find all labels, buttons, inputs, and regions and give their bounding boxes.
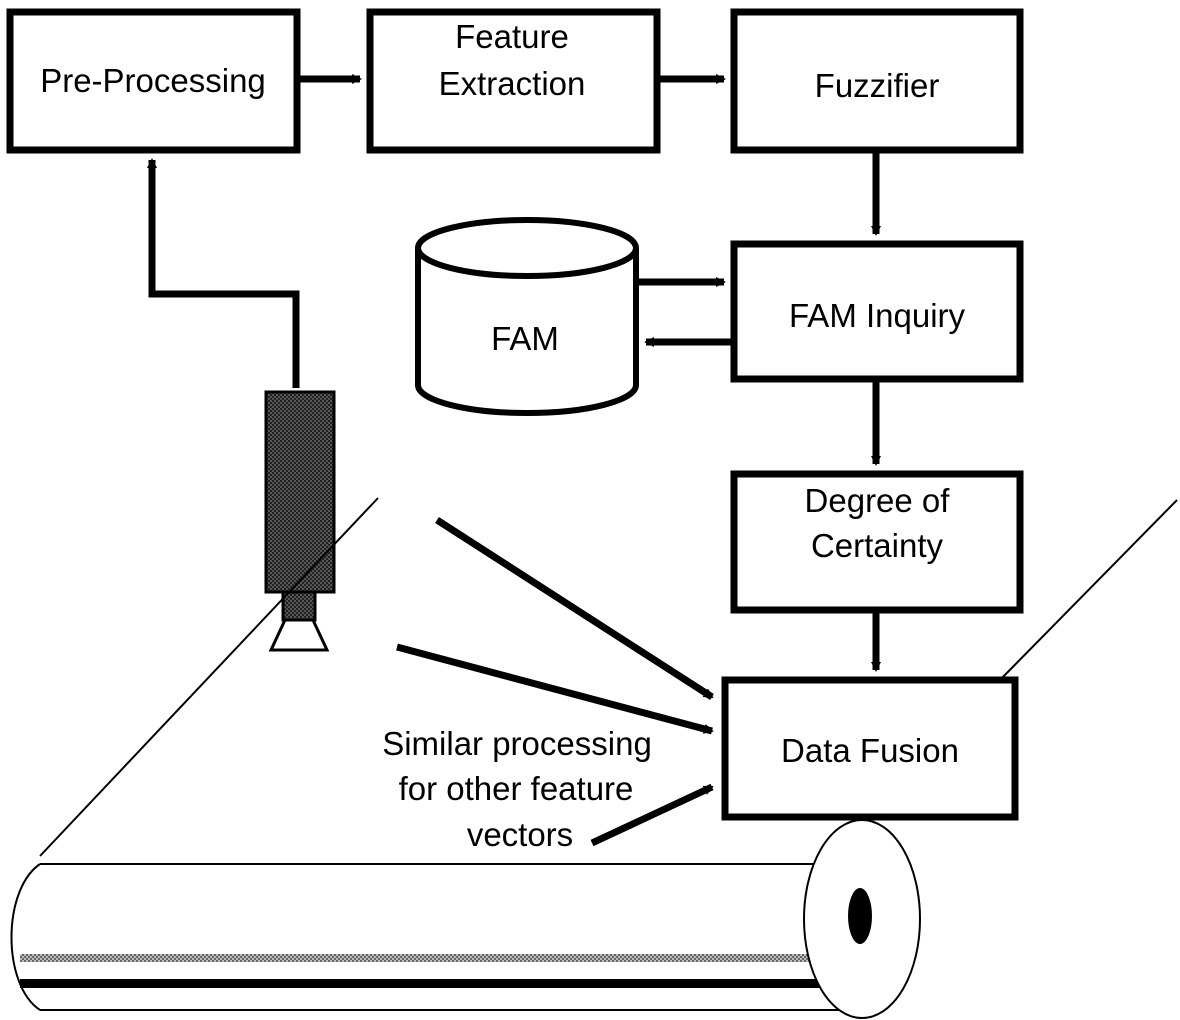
arrow-input-1-to-fusion bbox=[435, 517, 714, 700]
degree-of-certainty-box: Degree of Certainty bbox=[730, 470, 1024, 614]
fuzzifier-label: Fuzzifier bbox=[815, 67, 940, 104]
fam-inquiry-label: FAM Inquiry bbox=[789, 297, 966, 334]
preprocessing-label: Pre-Processing bbox=[40, 62, 266, 99]
data-fusion-label: Data Fusion bbox=[781, 732, 959, 769]
fuzzifier-box: Fuzzifier bbox=[730, 8, 1024, 154]
preprocessing-box: Pre-Processing bbox=[6, 8, 301, 154]
feature-extraction-box: Feature Extraction bbox=[366, 8, 661, 154]
roll-core bbox=[848, 888, 872, 944]
data-fusion-box: Data Fusion bbox=[721, 676, 1019, 821]
arrow-camera-to-preproc bbox=[147, 158, 300, 388]
fam-inquiry-box: FAM Inquiry bbox=[730, 240, 1024, 383]
degree-of-certainty-label-line2: Certainty bbox=[811, 527, 944, 564]
field-of-view-lines bbox=[39, 497, 1178, 857]
fam-database-cylinder: FAM bbox=[415, 217, 639, 416]
camera-icon bbox=[264, 390, 336, 652]
feature-extraction-label-line2: Extraction bbox=[439, 65, 586, 102]
note-text: Similar processing for other feature vec… bbox=[382, 725, 652, 853]
note-line-2: for other feature bbox=[399, 770, 634, 807]
material-roll bbox=[10, 819, 921, 1019]
roll-stripe-textured bbox=[20, 954, 840, 962]
fam-label: FAM bbox=[491, 320, 559, 357]
note-line-3: vectors bbox=[467, 816, 573, 853]
arrow-input-2-to-fusion bbox=[396, 643, 714, 735]
degree-of-certainty-label-line1: Degree of bbox=[805, 482, 951, 519]
feature-extraction-label-line1: Feature bbox=[455, 18, 569, 55]
roll-stripe-solid bbox=[20, 979, 840, 988]
note-line-1: Similar processing bbox=[382, 725, 652, 762]
flow-arrows bbox=[147, 74, 881, 847]
arrow-note-to-fusion bbox=[590, 783, 714, 847]
